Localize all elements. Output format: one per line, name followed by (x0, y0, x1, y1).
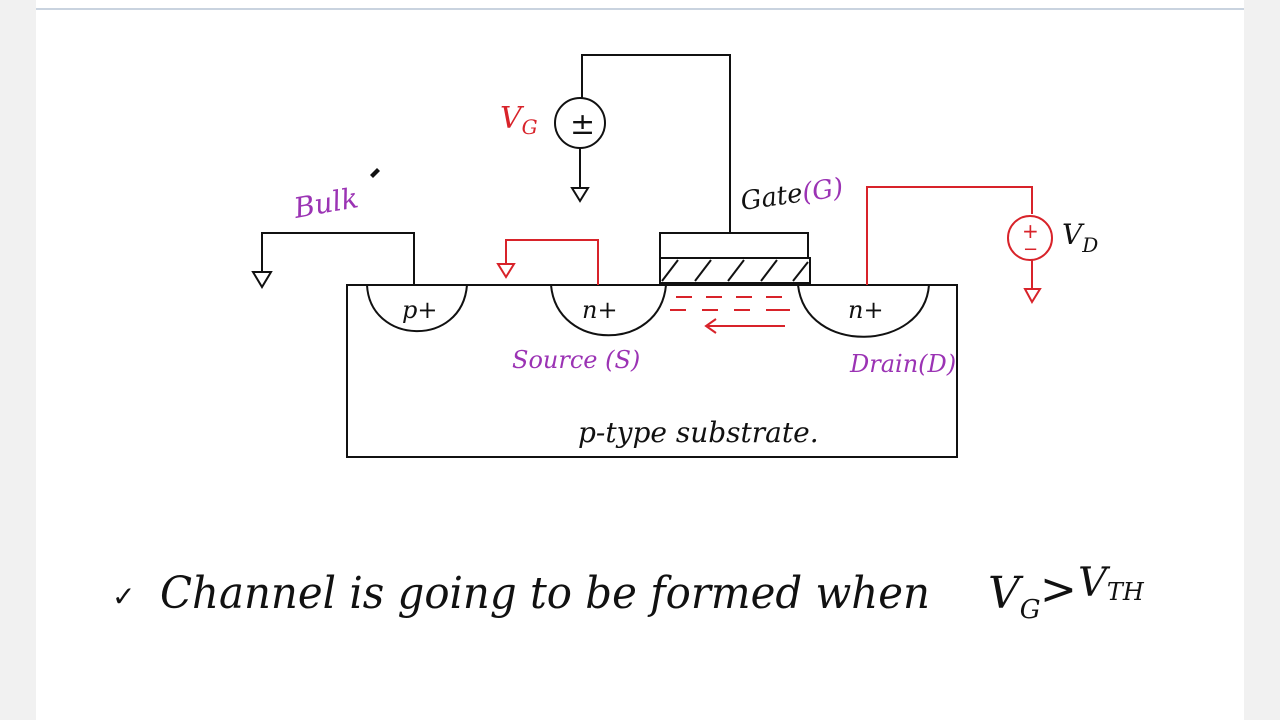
bulk-label: Bulk (291, 181, 361, 225)
n-plus-drain-well (797, 284, 930, 338)
vd-ground-icon (1023, 288, 1042, 305)
note-vg: VG (988, 568, 1041, 625)
bulk-ground-icon (251, 271, 273, 289)
n-plus-drain-label: n+ (848, 296, 884, 324)
drain-label: Drain(D) (849, 350, 956, 378)
gate-label: Gate(G) (739, 173, 845, 217)
source-label: Source (S) (512, 346, 640, 374)
note-greater-than: > (1040, 564, 1077, 615)
p-plus-label: p+ (402, 296, 437, 324)
note-bullet-icon: ✓ (112, 580, 135, 613)
gate-electrode (659, 232, 809, 259)
drain-wire (866, 186, 1033, 285)
bulk-wire (261, 232, 415, 285)
substrate-label: p-type substrate. (578, 416, 819, 449)
note-text: Channel is going to be formed when (160, 568, 930, 619)
whiteboard-page (36, 0, 1244, 720)
note-vth: VTH (1078, 560, 1145, 606)
vd-source-minus: − (1023, 239, 1038, 260)
vd-source-circle (1007, 215, 1053, 261)
p-plus-well (366, 284, 468, 332)
n-plus-source-label: n+ (582, 296, 618, 324)
n-plus-source-well (550, 284, 667, 337)
pen-cursor-icon (370, 168, 380, 178)
oxide-hatching (661, 259, 809, 282)
vg-label: VG (500, 101, 538, 139)
current-arrow-head (704, 318, 717, 334)
gate-wire (581, 54, 731, 233)
vd-label: VD (1062, 218, 1098, 257)
vd-source-plus: + (1022, 219, 1039, 243)
top-rule (36, 8, 1244, 10)
vg-source-sign: ± (570, 107, 595, 142)
channel-dashes (670, 296, 790, 311)
source-ground-icon (496, 263, 516, 279)
vg-ground-icon (570, 187, 590, 203)
substrate-body (346, 284, 958, 458)
source-wire (505, 239, 599, 285)
